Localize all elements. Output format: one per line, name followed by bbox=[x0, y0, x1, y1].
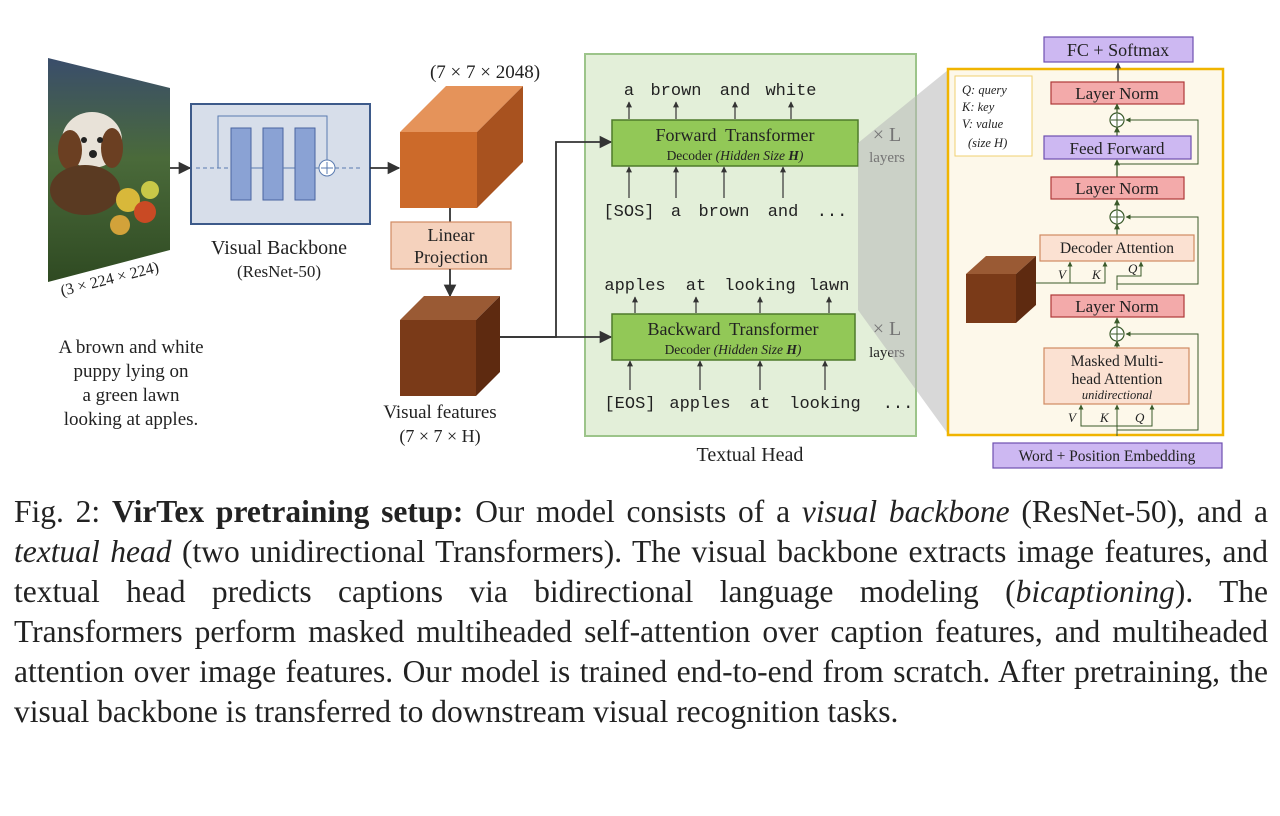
visual-backbone-subtitle: (ResNet-50) bbox=[237, 262, 321, 281]
fc-softmax-label: FC + Softmax bbox=[1067, 40, 1169, 60]
masked-attention-q: Q bbox=[1135, 410, 1145, 425]
masked-attention-note: unidirectional bbox=[1082, 388, 1153, 402]
visual-backbone-box bbox=[190, 103, 371, 225]
legend-size: (size H) bbox=[968, 136, 1007, 150]
masked-attention-k: K bbox=[1099, 410, 1110, 425]
backward-transformer-subtitle: Decoder (Hidden Size H) bbox=[665, 342, 802, 357]
forward-output-token: a bbox=[624, 82, 634, 101]
forward-input-token: [SOS] bbox=[603, 203, 654, 222]
masked-attention-box bbox=[1043, 347, 1190, 405]
visual-features-cube bbox=[400, 296, 500, 396]
virtex-diagram: (3 × 224 × 224) Visual Backbone (ResNet-… bbox=[48, 36, 1225, 469]
backward-transformer-title: Backward Transformer bbox=[648, 319, 819, 339]
backward-output-token: apples bbox=[604, 277, 665, 296]
masked-attention-line-2: head Attention bbox=[1072, 371, 1163, 388]
caption-visual-backbone: visual backbone bbox=[801, 494, 1010, 529]
backward-input-token: apples bbox=[669, 395, 730, 414]
input-caption-line-4: looking at apples. bbox=[64, 409, 199, 430]
backward-input-token: at bbox=[750, 395, 770, 414]
caption-text-1: Our model consists of a bbox=[463, 494, 802, 529]
layer-norm-bottom bbox=[1050, 294, 1185, 318]
caption-fig-label: Fig. 2: bbox=[14, 494, 112, 529]
embedding-box bbox=[992, 442, 1223, 469]
layer-norm-top-label: Layer Norm bbox=[1075, 84, 1159, 103]
visual-backbone-title: Visual Backbone bbox=[211, 237, 347, 259]
caption-text-2: (ResNet-50), and a bbox=[1009, 494, 1268, 529]
detail-visual-features-cube bbox=[966, 256, 1036, 323]
linear-projection-label-1: Linear bbox=[428, 225, 475, 245]
legend-query: Q: query bbox=[962, 83, 1007, 97]
zoom-connector bbox=[858, 70, 948, 434]
layer-norm-middle-label: Layer Norm bbox=[1075, 179, 1159, 198]
forward-input-token: ... bbox=[817, 203, 848, 222]
decoder-attention-box bbox=[1039, 234, 1195, 262]
forward-transformer-title: Forward Transformer bbox=[656, 125, 815, 145]
input-photo bbox=[48, 58, 170, 282]
backward-input-token: [EOS] bbox=[604, 395, 655, 414]
caption-text-3: (two unidirectional Transformers). The v… bbox=[14, 534, 1268, 609]
backward-output-token: lawn bbox=[809, 277, 850, 296]
qkv-legend-box bbox=[954, 75, 1033, 157]
input-caption-line-3: a green lawn bbox=[82, 385, 180, 406]
legend-value: V: value bbox=[962, 117, 1004, 131]
decoder-attention-q: Q bbox=[1128, 261, 1138, 276]
input-caption-line-2: puppy lying on bbox=[73, 361, 189, 382]
figure-caption: Fig. 2: VirTex pretraining setup: Our mo… bbox=[14, 492, 1268, 732]
masked-attention-line-1: Masked Multi- bbox=[1071, 353, 1164, 370]
decoder-attention-v: V bbox=[1058, 267, 1068, 282]
forward-output-token: white bbox=[765, 82, 816, 101]
legend-key: K: key bbox=[961, 100, 995, 114]
embedding-label: Word + Position Embedding bbox=[1019, 448, 1196, 465]
forward-input-token: and bbox=[768, 203, 799, 222]
backbone-output-cube bbox=[400, 86, 523, 208]
layer-norm-bottom-label: Layer Norm bbox=[1075, 297, 1159, 316]
fc-softmax-box bbox=[1043, 36, 1194, 63]
decoder-attention-k: K bbox=[1091, 267, 1102, 282]
backward-output-token: at bbox=[686, 277, 706, 296]
backward-input-token: ... bbox=[883, 395, 914, 414]
caption-title: VirTex pretraining setup: bbox=[111, 494, 464, 529]
decoder-attention-label: Decoder Attention bbox=[1060, 240, 1174, 257]
backbone-output-dims: (7 × 7 × 2048) bbox=[430, 62, 540, 83]
feed-forward-label: Feed Forward bbox=[1070, 139, 1165, 158]
backward-transformer-box bbox=[611, 313, 856, 361]
forward-output-token: brown bbox=[650, 82, 701, 101]
caption-bicaptioning: bicaptioning bbox=[1015, 574, 1175, 609]
textual-head-label: Textual Head bbox=[697, 444, 804, 466]
feed-forward-box bbox=[1043, 135, 1192, 160]
backward-output-token: looking bbox=[724, 277, 795, 296]
forward-transformer-subtitle: Decoder (Hidden Size H) bbox=[667, 148, 804, 163]
backward-input-token: looking bbox=[789, 395, 860, 414]
visual-features-label: Visual features bbox=[383, 402, 496, 423]
linear-projection-box bbox=[390, 221, 512, 270]
input-caption-line-1: A brown and white bbox=[58, 337, 203, 358]
forward-transformer-box bbox=[611, 119, 859, 167]
forward-input-token: a bbox=[671, 203, 681, 222]
caption-textual-head: textual head bbox=[14, 534, 172, 569]
masked-attention-v: V bbox=[1068, 410, 1078, 425]
forward-input-token: brown bbox=[698, 203, 749, 222]
linear-projection-label-2: Projection bbox=[414, 247, 488, 267]
layer-norm-middle bbox=[1050, 176, 1185, 200]
visual-features-dims: (7 × 7 × H) bbox=[399, 426, 480, 447]
caption-text-4: ). The Transformers perform masked multi… bbox=[14, 574, 1268, 729]
forward-output-token: and bbox=[720, 82, 751, 101]
